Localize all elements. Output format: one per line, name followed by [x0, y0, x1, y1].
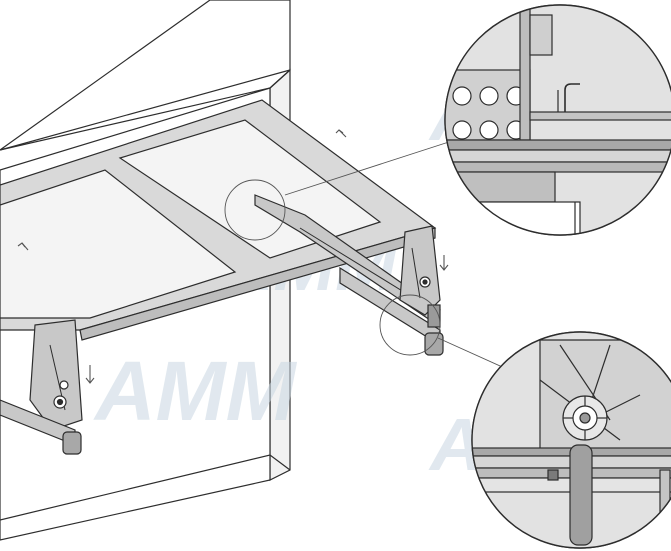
right-stopper: [427, 304, 441, 328]
magnifier-circle-icon: [379, 294, 441, 356]
right-rail-end-cap: [424, 332, 444, 356]
leader-line-top: [284, 139, 456, 196]
cabinet-top: [0, 0, 291, 151]
hook: [564, 83, 580, 120]
arrow-up-left-icon: [335, 129, 347, 138]
callout-bottom-detail: [471, 331, 671, 549]
left-rail-end-cap: [62, 431, 82, 455]
right-bracket: [399, 225, 441, 316]
stopper-block: [569, 444, 593, 546]
frame-front-opening: [0, 169, 237, 319]
arrow-up-left-icon: [17, 242, 29, 251]
arrow-down-icon: [439, 255, 449, 271]
cabinet-floor-edge: [0, 454, 291, 521]
magnifier-circle-icon: [224, 179, 286, 241]
arrow-down-icon: [85, 365, 95, 384]
left-bracket: [29, 319, 83, 431]
callout-top-detail: [444, 4, 671, 236]
pull-out-frame: [0, 99, 449, 455]
watermark-left: AMM: [93, 344, 298, 438]
